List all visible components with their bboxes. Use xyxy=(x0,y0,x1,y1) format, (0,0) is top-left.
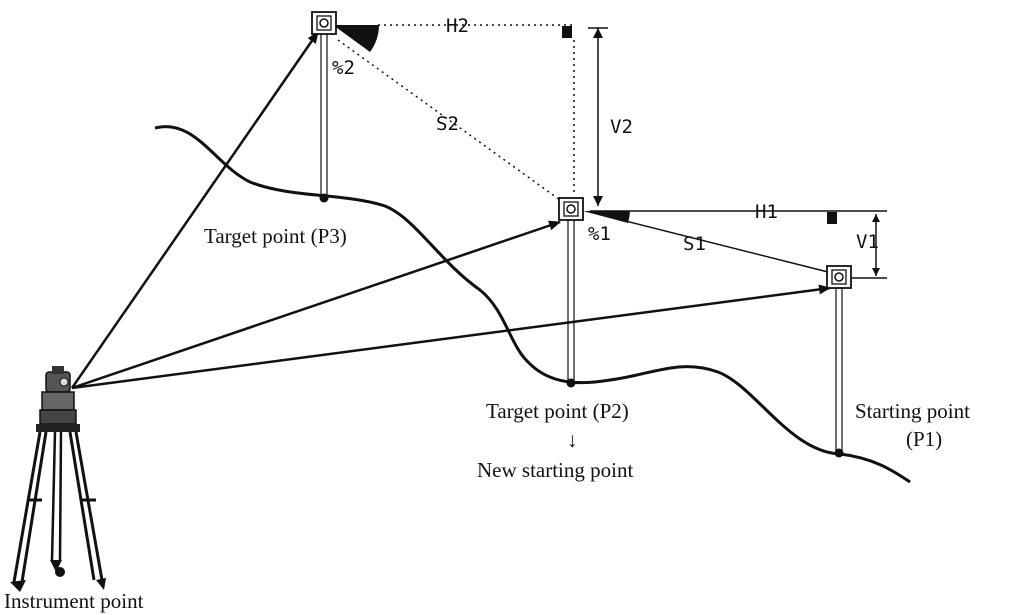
caption-target-p3: Target point (P3) xyxy=(204,224,347,248)
pole-p1 xyxy=(835,287,843,452)
v1-top-arrow xyxy=(872,214,880,222)
caption-arrow-down: ↓ xyxy=(567,428,578,452)
pole-p3 xyxy=(320,34,328,198)
s1-line xyxy=(589,211,829,273)
label-v1: V1 xyxy=(856,231,879,253)
s2-dotted-line xyxy=(337,39,561,201)
prism-target-icon xyxy=(558,197,584,221)
caption-instrument-point: Instrument point xyxy=(4,589,144,613)
label-s1: S1 xyxy=(683,233,706,255)
surveying-instrument-icon xyxy=(10,366,106,592)
caption-target-p2: Target point (P2) xyxy=(486,399,629,423)
caption-starting-point: Starting point xyxy=(855,399,970,423)
angle-wedge-1 xyxy=(583,211,630,223)
right-angle-marker-icon xyxy=(562,26,572,38)
label-h2: H2 xyxy=(446,15,469,37)
caption-p1: (P1) xyxy=(906,427,942,451)
v1-bottom-arrow xyxy=(872,268,880,276)
prism-target-icon xyxy=(311,11,337,35)
label-v2: V2 xyxy=(610,116,633,138)
label-angle2: %2 xyxy=(332,57,355,79)
prism-target-icon xyxy=(826,265,852,289)
right-angle-marker-icon xyxy=(827,212,837,224)
label-angle1: %1 xyxy=(588,223,611,245)
sight-line-p1 xyxy=(71,284,831,390)
caption-new-starting-point: New starting point xyxy=(477,458,633,482)
v2-top-arrow xyxy=(593,28,603,38)
pole-p2 xyxy=(567,220,575,383)
ground-point-p2 xyxy=(566,378,576,388)
ground-point-p1 xyxy=(834,448,844,458)
label-h1: H1 xyxy=(755,201,778,223)
angle-wedge-2 xyxy=(333,25,379,52)
sight-line-p2 xyxy=(71,220,561,390)
sight-line-p3 xyxy=(70,31,320,389)
v2-bottom-arrow xyxy=(593,196,603,206)
terrain-profile xyxy=(154,125,911,484)
ground-point-p3 xyxy=(319,193,329,203)
label-s2: S2 xyxy=(436,113,459,135)
